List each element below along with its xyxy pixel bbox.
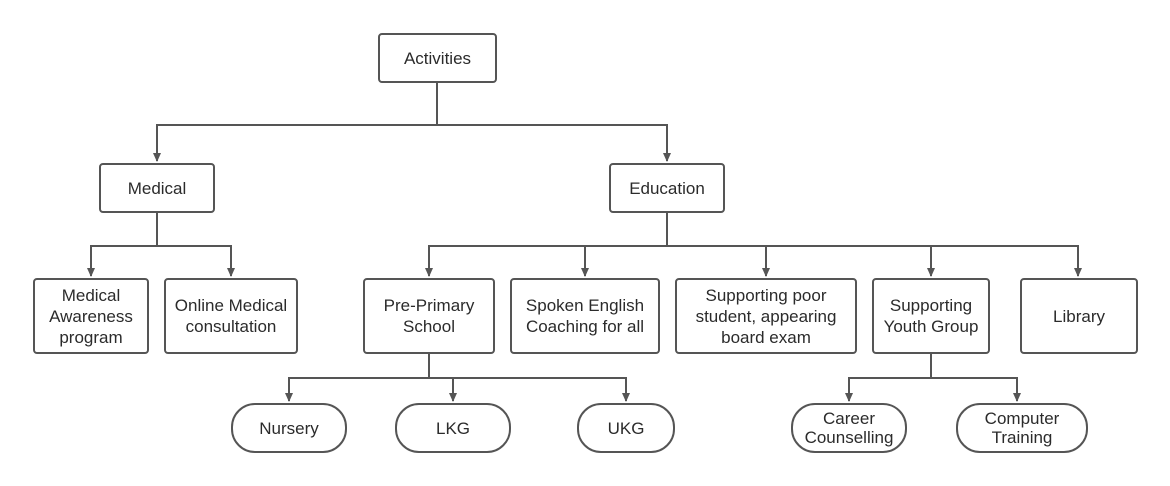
connector-education-library (667, 245, 1082, 277)
node-activities: Activities (378, 33, 497, 83)
node-library: Library (1020, 278, 1138, 354)
connector-education-supporting-poor (667, 245, 770, 277)
node-education: Education (609, 163, 725, 213)
node-medical-awareness-program: Medical Awareness program (33, 278, 149, 354)
node-nursery: Nursery (231, 403, 347, 453)
node-supporting-poor-student: Supporting poor student, appearing board… (675, 278, 857, 354)
node-ukg: UKG (577, 403, 675, 453)
connector-activities-medical (153, 83, 438, 162)
connector-education-spoken (581, 245, 667, 277)
connector-medical-awareness (87, 213, 158, 277)
connector-youth-career (845, 354, 932, 402)
node-career-counselling: Career Counselling (791, 403, 907, 453)
node-medical: Medical (99, 163, 215, 213)
connector-activities-education (437, 124, 671, 162)
connector-youth-computer (931, 377, 1021, 402)
node-pre-primary-school: Pre-Primary School (363, 278, 495, 354)
connector-education-preprimary (425, 213, 668, 277)
node-lkg: LKG (395, 403, 511, 453)
connector-preprimary-ukg (453, 377, 630, 402)
node-supporting-youth-group: Supporting Youth Group (872, 278, 990, 354)
node-spoken-english-coaching: Spoken English Coaching for all (510, 278, 660, 354)
node-computer-training: Computer Training (956, 403, 1088, 453)
connector-preprimary-nursery (285, 354, 430, 402)
connector-preprimary-lkg (429, 377, 457, 402)
connector-education-youth (667, 245, 935, 277)
connector-medical-online (157, 245, 235, 277)
node-online-medical-consultation: Online Medical consultation (164, 278, 298, 354)
